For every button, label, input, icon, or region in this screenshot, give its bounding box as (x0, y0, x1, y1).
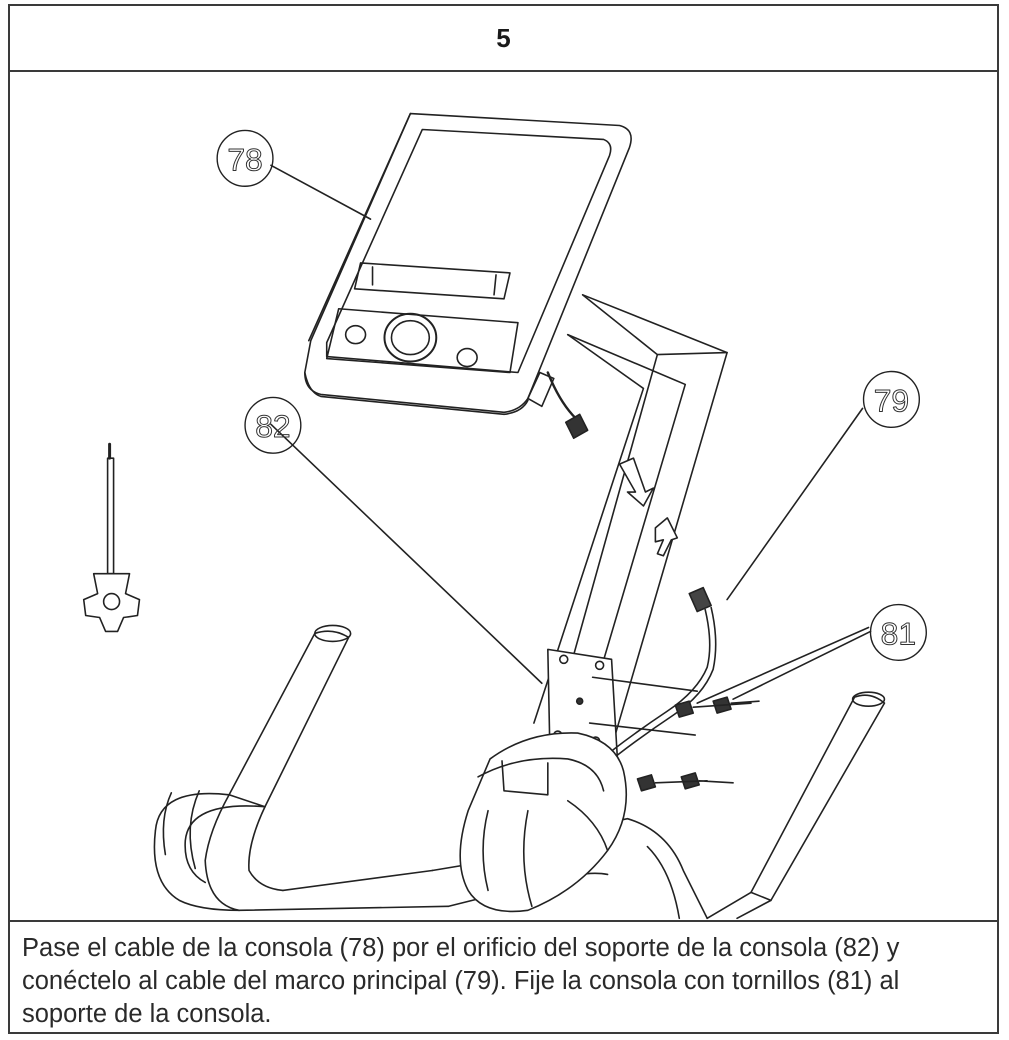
main-frame-cable (586, 586, 717, 772)
direction-arrows (618, 457, 679, 557)
leader-lines (270, 164, 872, 704)
console-part (304, 112, 632, 440)
callout-79-label: 79 (874, 382, 909, 418)
assembly-diagram: 78 82 79 81 (10, 72, 997, 920)
callout-78: 78 (216, 129, 274, 187)
bolt-shafts (654, 700, 760, 784)
bolts (636, 696, 732, 792)
step-number: 5 (10, 6, 997, 72)
callout-79: 79 (862, 370, 921, 428)
handlebar-frame (153, 624, 886, 920)
hex-key-tool (82, 442, 141, 633)
instruction-panel: 5 (8, 4, 999, 1034)
callout-82-label: 82 (255, 408, 290, 444)
console-mast (533, 294, 728, 762)
callout-78-label: 78 (227, 141, 262, 177)
callout-81-label: 81 (881, 615, 916, 651)
callout-82: 82 (244, 396, 302, 454)
instruction-text: Pase el cable de la consola (78) por el … (10, 920, 997, 1034)
callout-81: 81 (869, 603, 927, 662)
